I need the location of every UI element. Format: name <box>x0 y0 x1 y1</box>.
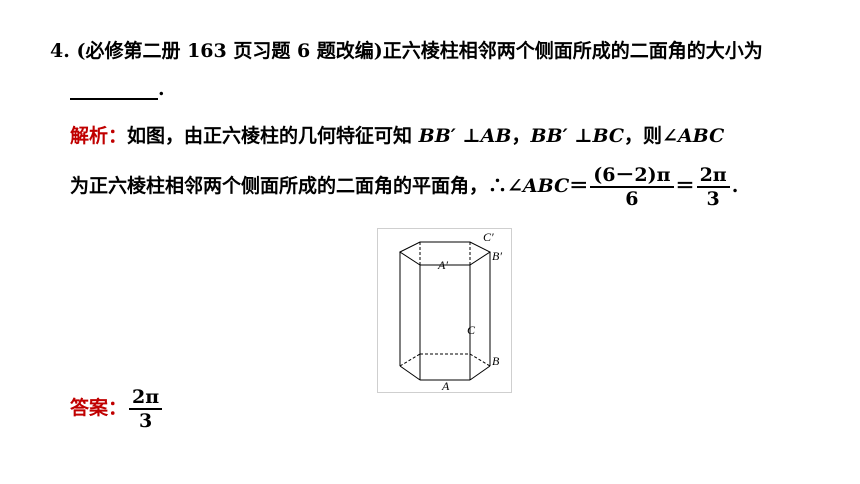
blank-period: . <box>158 78 165 100</box>
label-a-prime: A′ <box>437 258 448 272</box>
question-text: 正六棱柱相邻两个侧面所成的二面角的大小为 <box>382 40 763 62</box>
bottom-edge-left <box>399 365 421 381</box>
segment-bc: BC <box>592 125 625 147</box>
segment-ab: AB <box>480 125 512 147</box>
label-c: C <box>467 323 476 337</box>
equals-1: ＝ <box>569 175 589 197</box>
equals-2: ＝ <box>675 175 695 197</box>
answer-numerator: 2π <box>129 386 163 410</box>
fraction-2-denominator: 3 <box>706 188 720 210</box>
label-a: A <box>441 379 450 392</box>
segment-bb-prime-2: BB′ <box>530 125 568 147</box>
fraction-1-denominator: 6 <box>625 188 639 210</box>
answer-blank-line: . <box>70 78 165 100</box>
fraction-1-numerator: (6－2)π <box>590 164 674 188</box>
question-source: (必修第二册 163 页习题 6 题改编) <box>76 40 383 62</box>
comma: ， <box>511 125 531 147</box>
solution-line-1: 解析：如图，由正六棱柱的几何特征可知 BB′ ⊥AB，BB′ ⊥BC，则∠ABC <box>70 121 724 148</box>
perp-symbol-1: ⊥ <box>455 125 481 147</box>
solution-label: 解析： <box>70 125 128 147</box>
answer-blank <box>70 78 158 100</box>
hexagonal-prism-figure: C′ A′ B′ C B A <box>377 228 512 393</box>
question-line: 4. (必修第二册 163 页习题 6 题改编)正六棱柱相邻两个侧面所成的二面角… <box>50 36 763 63</box>
question-number: 4. <box>50 40 70 62</box>
edge-ab <box>469 365 491 381</box>
solution-text-1: 如图，由正六棱柱的几何特征可知 <box>127 125 419 147</box>
label-c-prime: C′ <box>483 230 494 244</box>
answer-denominator: 3 <box>138 410 153 432</box>
segment-bb-prime-1: BB′ <box>418 125 456 147</box>
hidden-bottom-left <box>399 353 421 367</box>
answer-label: 答案： <box>70 397 128 419</box>
end-period: . <box>731 175 739 197</box>
solution-text-2: 为正六棱柱相邻两个侧面所成的二面角的平面角，∴∠ <box>70 175 523 197</box>
hexagonal-prism-diagram: C′ A′ B′ C B A <box>398 230 502 393</box>
angle-abc-1: ABC <box>677 125 725 147</box>
hidden-edge-bc <box>469 353 491 367</box>
fraction-2-numerator: 2π <box>696 164 730 188</box>
label-b: B <box>492 354 500 368</box>
angle-abc-2: ABC <box>522 175 570 197</box>
perp-symbol-2: ⊥ <box>567 125 593 147</box>
then-angle: ，则∠ <box>624 125 678 147</box>
label-b-prime: B′ <box>492 249 502 263</box>
